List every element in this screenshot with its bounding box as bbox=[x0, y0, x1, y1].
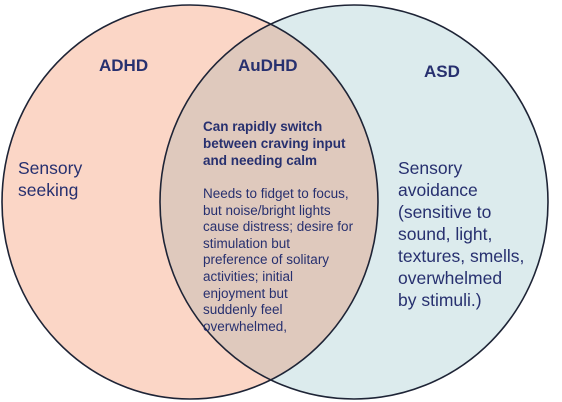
audhd-title: AuDHD bbox=[238, 56, 298, 75]
overlap-region bbox=[160, 5, 378, 399]
adhd-description-line: seeking bbox=[18, 180, 79, 200]
audhd-body-line: preference of solitary bbox=[203, 252, 330, 268]
audhd-heading-line: Can rapidly switch bbox=[203, 119, 323, 134]
asd-description-line: avoidance bbox=[398, 180, 478, 200]
audhd-body-line: overwhelmed, bbox=[203, 318, 288, 334]
asd-outline bbox=[159, 4, 549, 400]
asd-description-line: by stimuli.) bbox=[398, 290, 482, 310]
asd-description-line: (sensitive to bbox=[398, 202, 492, 222]
adhd-description: Sensory seeking bbox=[18, 157, 82, 201]
audhd-heading-line: between craving input bbox=[203, 136, 346, 151]
audhd-body-line: but noise/bright lights bbox=[203, 202, 331, 218]
asd-description-line: Sensory bbox=[398, 158, 463, 178]
adhd-description-line: Sensory bbox=[18, 158, 83, 178]
audhd-body-line: cause distress; desire for bbox=[203, 219, 354, 235]
audhd-body-line: Needs to fidget to focus, bbox=[203, 186, 349, 201]
audhd-body: Needs to fidget to focus, but noise/brig… bbox=[203, 186, 353, 335]
audhd-body-line: stimulation but bbox=[203, 235, 291, 251]
asd-description-line: textures, smells, bbox=[398, 246, 525, 266]
audhd-body-line: enjoyment but bbox=[203, 285, 288, 301]
asd-description-line: sound, light, bbox=[398, 224, 493, 244]
asd-title: ASD bbox=[424, 62, 460, 81]
audhd-heading: Can rapidly switch between craving input… bbox=[203, 118, 346, 169]
audhd-body-line: activities; initial bbox=[203, 268, 294, 284]
asd-description: Sensory avoidance (sensitive to sound, l… bbox=[398, 157, 524, 311]
asd-description-line: overwhelmed bbox=[398, 268, 503, 288]
adhd-outline bbox=[1, 4, 379, 400]
adhd-title: ADHD bbox=[99, 56, 149, 75]
audhd-body-line: suddenly feel bbox=[203, 302, 283, 318]
audhd-heading-line: and needing calm bbox=[203, 153, 318, 168]
